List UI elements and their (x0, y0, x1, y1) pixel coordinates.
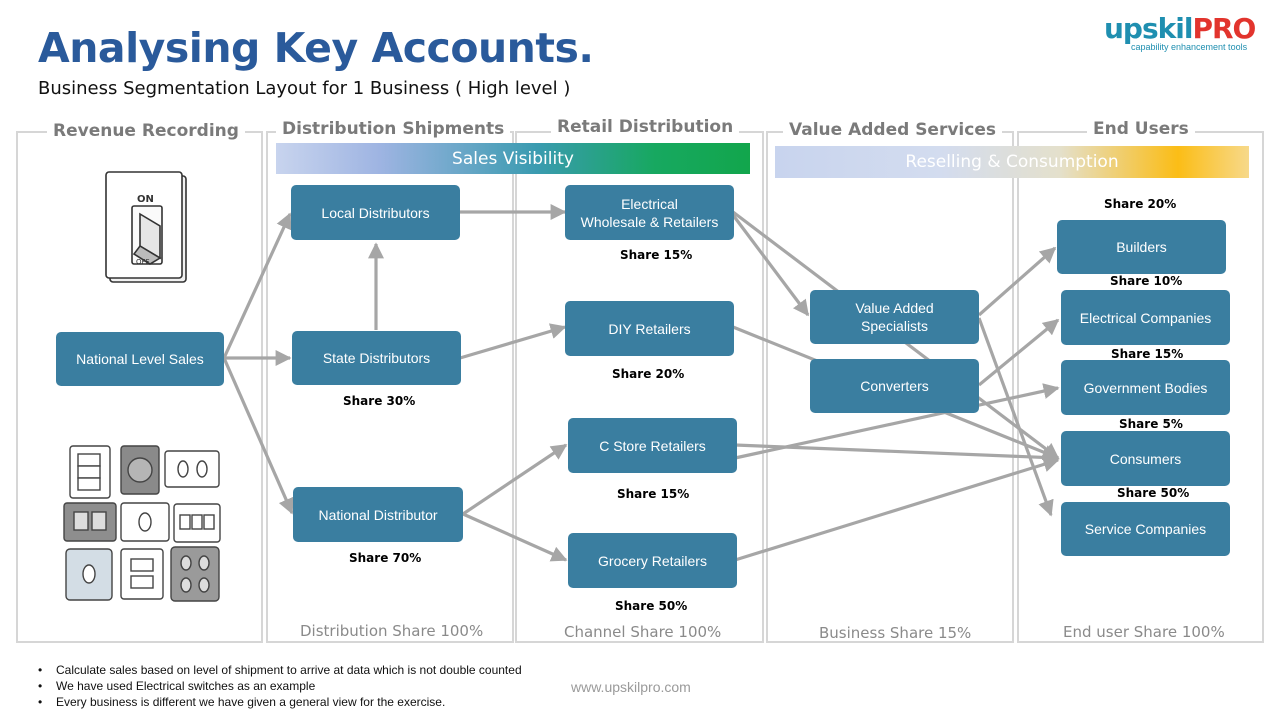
share-national-distributor: Share 70% (349, 551, 422, 565)
distribution-share-footer: Distribution Share 100% (300, 622, 484, 640)
node-diy-retailers: DIY Retailers (565, 301, 734, 356)
distribution-column-title: Distribution Shipments (276, 119, 511, 139)
arrow-electrical-to-vas (731, 214, 810, 317)
value-added-column-title: Value Added Services (783, 120, 1002, 140)
arrow-grocery-to-consumers (734, 456, 1060, 562)
node-electrical-wholesale-retailers: Electrical Wholesale & Retailers (565, 185, 734, 240)
logo-tagline: capability enhancement tools (1131, 42, 1248, 52)
share-state-distributors: Share 30% (343, 394, 416, 408)
brand-logo: upskilPRO capability enhancement tools (1104, 12, 1274, 56)
arrow-national-to-national-distributor (222, 357, 294, 515)
arrow-natdist-to-grocery (462, 512, 568, 562)
share-government-bodies: Share 15% (1111, 347, 1184, 361)
node-value-added-specialists: Value Added Specialists (810, 290, 979, 344)
node-c-store-retailers: C Store Retailers (568, 418, 737, 473)
retail-column-title: Retail Distribution (551, 117, 740, 137)
notes-list: Calculate sales based on level of shipme… (36, 662, 522, 710)
note-item: We have used Electrical switches as an e… (36, 678, 522, 694)
share-builders: Share 20% (1104, 197, 1177, 211)
arrow-vas-to-builders (977, 246, 1057, 317)
share-c-store-retailers: Share 15% (617, 487, 690, 501)
share-electrical-companies: Share 10% (1110, 274, 1183, 288)
revenue-column-title: Revenue Recording (47, 121, 245, 141)
reselling-consumption-banner: Reselling & Consumption (775, 146, 1249, 178)
channel-share-footer: Channel Share 100% (564, 623, 722, 641)
note-item: Every business is different we have give… (36, 694, 522, 710)
node-builders: Builders (1057, 220, 1226, 274)
node-government-bodies: Government Bodies (1061, 360, 1230, 415)
share-grocery-retailers: Share 50% (615, 599, 688, 613)
sales-visibility-banner: Sales Visibility (276, 143, 750, 174)
end-user-share-footer: End user Share 100% (1063, 623, 1225, 641)
node-grocery-retailers: Grocery Retailers (568, 533, 737, 588)
business-share-footer: Business Share 15% (819, 624, 972, 642)
page-subtitle: Business Segmentation Layout for 1 Busin… (38, 78, 571, 99)
arrow-vas-to-service (977, 317, 1054, 517)
arrow-converters-to-electrical-companies (977, 318, 1060, 387)
page-title: Analysing Key Accounts. (38, 24, 594, 72)
arrow-cstore-to-consumers (734, 443, 1060, 466)
node-service-companies: Service Companies (1061, 502, 1230, 556)
node-converters: Converters (810, 359, 979, 413)
arrow-state-to-diy (459, 323, 567, 360)
website-footer: www.upskilpro.com (571, 679, 691, 695)
share-service-companies: Share 50% (1117, 486, 1190, 500)
node-consumers: Consumers (1061, 431, 1230, 486)
share-consumers: Share 5% (1119, 417, 1183, 431)
node-national-level-sales: National Level Sales (56, 332, 224, 386)
node-national-distributor: National Distributor (293, 487, 463, 542)
node-state-distributors: State Distributors (292, 331, 461, 385)
share-diy-retailers: Share 20% (612, 367, 685, 381)
end-users-column-title: End Users (1087, 119, 1195, 139)
arrow-national-to-local (222, 212, 292, 359)
share-electrical-wholesale: Share 15% (620, 248, 693, 262)
note-item: Calculate sales based on level of shipme… (36, 662, 522, 678)
node-local-distributors: Local Distributors (291, 185, 460, 240)
logo-accent-text: PRO (1192, 12, 1256, 45)
arrow-natdist-to-cstore (462, 443, 568, 516)
node-electrical-companies: Electrical Companies (1061, 290, 1230, 345)
logo-main-text: upskil (1104, 12, 1193, 45)
